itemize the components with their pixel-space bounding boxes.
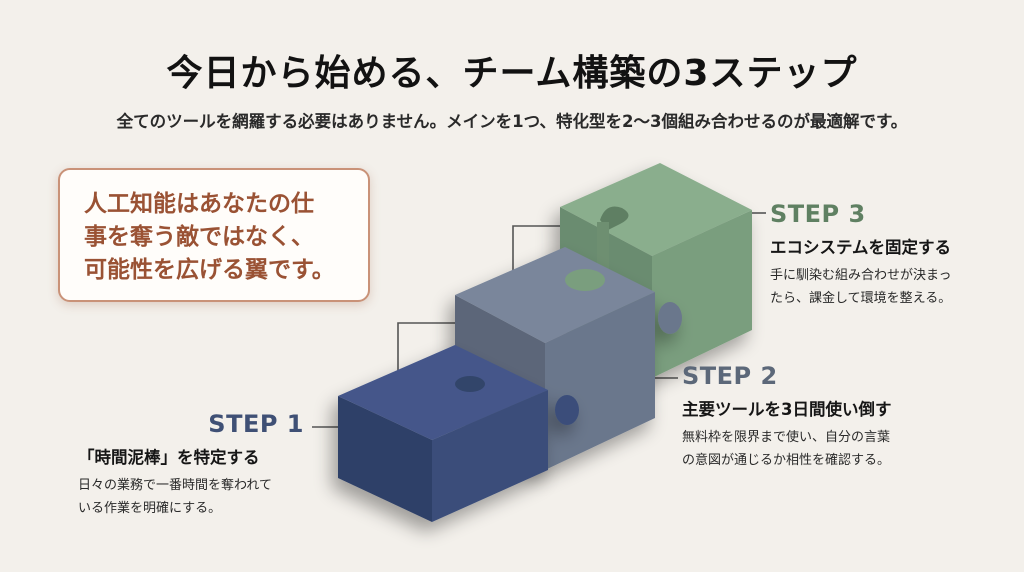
step-3-heading: エコシステムを固定する xyxy=(770,238,952,257)
step-1: STEP 1 「時間泥棒」を特定する 日々の業務で一番時間を奪われて いる作業を… xyxy=(78,410,338,520)
step-3-desc-line-1: 手に馴染む組み合わせが決まっ xyxy=(770,268,952,283)
step-3: STEP 3 エコシステムを固定する 手に馴染む組み合わせが決まっ たら、課金し… xyxy=(770,200,1010,310)
step-3-label: STEP 3 xyxy=(770,200,866,228)
quote-line-2: 事を奪う敵ではなく、 xyxy=(84,224,314,250)
step-2-label: STEP 2 xyxy=(682,362,778,390)
page-title: 今日から始める、チーム構築の3ステップ xyxy=(166,53,858,94)
stair-lines xyxy=(312,212,766,428)
step-1-label: STEP 1 xyxy=(208,410,304,438)
quote-box: 人工知能はあなたの仕 事を奪う敵ではなく、 可能性を広げる翼です。 xyxy=(58,168,370,302)
quote-line-3: 可能性を広げる翼です。 xyxy=(84,257,335,283)
quote-line-1: 人工知能はあなたの仕 xyxy=(84,191,314,217)
step-2-desc-line-2: の意図が通じるか相性を確認する。 xyxy=(682,453,891,468)
navy-puzzle-block xyxy=(338,345,579,522)
step-1-desc-line-1: 日々の業務で一番時間を奪われて xyxy=(78,478,272,493)
step-2: STEP 2 主要ツールを3日間使い倒す 無料枠を限界まで使い、自分の言葉 の意… xyxy=(682,362,982,472)
step-2-heading: 主要ツールを3日間使い倒す xyxy=(682,400,892,419)
step-1-heading: 「時間泥棒」を特定する xyxy=(78,448,260,467)
step-2-desc-line-1: 無料枠を限界まで使い、自分の言葉 xyxy=(682,430,891,445)
page-subtitle: 全てのツールを網羅する必要はありません。メインを1つ、特化型を2〜3個組み合わせ… xyxy=(116,112,908,131)
step-1-desc-line-2: いる作業を明確にする。 xyxy=(78,501,222,516)
step-3-desc-line-2: たら、課金して環境を整える。 xyxy=(770,291,952,306)
